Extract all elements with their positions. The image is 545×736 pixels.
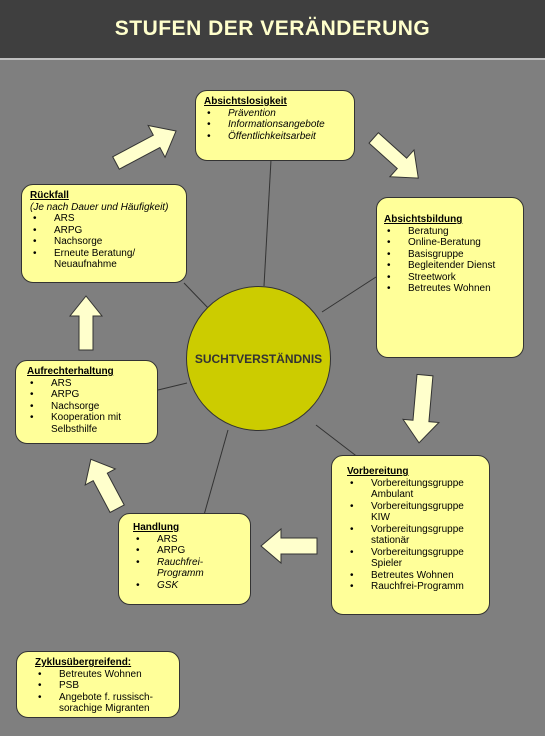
connector-vorbereitung	[315, 424, 360, 459]
arrow-rueckfall-to-absichtslosigkeit	[112, 124, 177, 170]
stage-items: ARS ARPG Nachsorge Erneute Beratung/ Neu…	[30, 213, 179, 271]
list-item: Prävention	[204, 108, 347, 120]
list-item: Kooperation mit Selbsthilfe	[27, 412, 151, 435]
list-item: Betreutes Wohnen	[35, 669, 172, 681]
connector-absichtslosigkeit	[263, 159, 272, 287]
list-item: Vorbereitungsgruppe KIW	[347, 501, 482, 524]
list-item: Nachsorge	[27, 401, 150, 413]
arrow-absichtslosigkeit-to-absichtsbildung	[368, 132, 419, 179]
stage-absichtslosigkeit: Absichtslosigkeit Prävention Information…	[195, 90, 355, 161]
list-item: Rauchfrei-Programm	[347, 581, 482, 593]
list-item: Begleitender Dienst	[384, 260, 516, 272]
list-item: Basisgruppe	[384, 249, 516, 261]
stage-subtitle: (Je nach Dauer und Häufigkeit)	[30, 201, 169, 213]
list-item: ARS	[30, 213, 179, 225]
list-item: ARS	[133, 534, 243, 546]
stage-title: Rückfall	[30, 190, 69, 201]
arrow-vorbereitung-to-handlung	[260, 527, 318, 565]
stage-title: Vorbereitung	[347, 466, 409, 477]
center-circle: SUCHTVERSTÄNDNIS	[186, 286, 331, 431]
list-item: PSB	[35, 680, 172, 692]
stage-title: Absichtslosigkeit	[204, 96, 287, 107]
stage-aufrechterhaltung: Aufrechterhaltung ARS ARPG Nachsorge Koo…	[15, 360, 158, 444]
cross-cycle-title: Zyklusübergreifend:	[35, 657, 132, 668]
center-label: SUCHTVERSTÄNDNIS	[194, 351, 323, 366]
stage-rueckfall: Rückfall (Je nach Dauer und Häufigkeit) …	[21, 184, 187, 283]
arrow-handlung-to-aufrechterhaltung	[84, 458, 125, 514]
stage-items: ARS ARPG Rauchfrei-Programm GSK	[133, 534, 243, 592]
list-item: GSK	[133, 580, 243, 592]
header-divider	[0, 58, 545, 60]
list-item: Streetwork	[384, 272, 516, 284]
list-item: Rauchfrei-Programm	[133, 557, 227, 580]
stage-vorbereitung: Vorbereitung Vorbereitungsgruppe Ambulan…	[331, 455, 490, 615]
stage-title: Handlung	[133, 522, 180, 533]
connector-absichtsbildung	[321, 276, 377, 313]
stage-title: Absichtsbildung	[384, 214, 463, 225]
list-item: Beratung	[384, 226, 516, 238]
list-item: Öffentlichkeitsarbeit	[204, 131, 347, 143]
connector-rueckfall	[183, 282, 211, 311]
list-item: ARPG	[27, 389, 150, 401]
list-item: Erneute Beratung/ Neuaufnahme	[30, 248, 159, 271]
stage-handlung: Handlung ARS ARPG Rauchfrei-Programm GSK	[118, 513, 251, 605]
list-item: Nachsorge	[30, 236, 179, 248]
arrow-aufrechterhaltung-to-rueckfall	[68, 295, 104, 351]
list-item: Vorbereitungsgruppe stationär	[347, 524, 482, 547]
list-item: Online-Beratung	[384, 237, 516, 249]
list-item: ARPG	[133, 545, 243, 557]
page-title: STUFEN DER VERÄNDERUNG	[114, 17, 431, 40]
connector-handlung	[203, 429, 229, 516]
list-item: Betreutes Wohnen	[384, 283, 516, 295]
stage-items: Beratung Online-Beratung Basisgruppe Beg…	[384, 226, 516, 295]
arrow-absichtsbildung-to-vorbereitung	[402, 373, 440, 444]
stage-title: Aufrechterhaltung	[27, 366, 114, 377]
list-item: Betreutes Wohnen	[347, 570, 482, 582]
stage-absichtsbildung: Absichtsbildung Beratung Online-Beratung…	[376, 197, 524, 358]
list-item: Vorbereitungsgruppe Spieler	[347, 547, 482, 570]
stage-items: ARS ARPG Nachsorge Kooperation mit Selbs…	[27, 378, 150, 436]
list-item: ARS	[27, 378, 150, 390]
list-item: Vorbereitungsgruppe Ambulant	[347, 478, 482, 501]
list-item: Informationsangebote	[204, 119, 347, 131]
connector-aufrechterhaltung	[157, 382, 188, 391]
header-bar: STUFEN DER VERÄNDERUNG	[0, 0, 545, 58]
stage-items: Prävention Informationsangebote Öffentli…	[204, 108, 347, 143]
stage-items: Vorbereitungsgruppe Ambulant Vorbereitun…	[347, 478, 482, 593]
cross-cycle-box: Zyklusübergreifend: Betreutes Wohnen PSB…	[16, 651, 180, 718]
list-item: Angebote f. russisch-sorachige Migranten	[35, 692, 167, 715]
list-item: ARPG	[30, 225, 179, 237]
cross-cycle-items: Betreutes Wohnen PSB Angebote f. russisc…	[35, 669, 172, 715]
